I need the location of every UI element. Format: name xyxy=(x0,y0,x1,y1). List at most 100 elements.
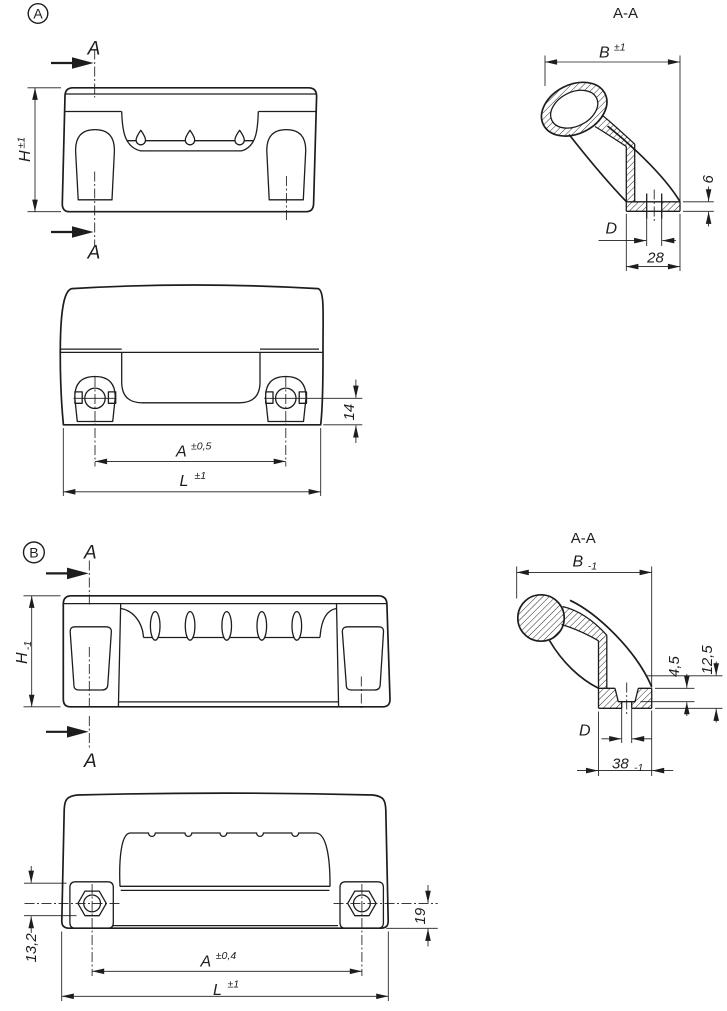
dim-height-value: H xyxy=(14,652,31,664)
extension-lines xyxy=(625,213,681,271)
section-cut-label-bottom: A xyxy=(87,243,101,264)
hole-centerlines xyxy=(94,377,287,467)
section-cut-arrow-bottom-icon xyxy=(72,226,94,238)
dim-edge-19: 19 xyxy=(386,885,438,947)
dim-top-value: 13,2 xyxy=(23,933,40,963)
section-cut-arrow-top-icon xyxy=(67,567,89,580)
grip-slot xyxy=(184,610,196,641)
section-cut-arrow-tails xyxy=(51,61,73,234)
leg-outline-curves xyxy=(568,125,681,203)
dim-length-a: L ±1 xyxy=(62,428,322,496)
extension-lines xyxy=(62,428,322,496)
dim-foot-28: 28 xyxy=(625,213,681,271)
dim-height-a: H ±1 xyxy=(16,87,61,213)
grip-slot xyxy=(149,610,161,641)
dim-height-tolerance: -1 xyxy=(22,641,34,650)
grip-recess xyxy=(60,348,323,404)
view-a-front: A A H ±1 xyxy=(16,39,318,264)
dim-length-tolerance: ±1 xyxy=(228,979,240,991)
dim-edge-label: 14 xyxy=(341,404,358,421)
view-b-rear: 13,2 19 A ±0,4 L ±1 xyxy=(23,792,438,1001)
mounting-bosses xyxy=(74,375,308,423)
handle-outline xyxy=(61,86,318,213)
extension-lines xyxy=(24,882,77,917)
dim-top-label: 13,2 xyxy=(23,933,40,963)
section-cut-arrow-tails xyxy=(46,572,68,733)
dim-length-value: L xyxy=(213,982,222,999)
dim-width-tolerance: -1 xyxy=(588,561,597,573)
dim-centers-value: A xyxy=(200,954,212,971)
dim-edge-value: 14 xyxy=(341,404,358,421)
dim-base-label: 12,5 xyxy=(699,645,716,675)
dim-foot-38: 38 -1 xyxy=(577,710,674,776)
centerlines xyxy=(94,49,287,247)
grip-inner-outline xyxy=(112,832,338,927)
dim-height-value: H xyxy=(17,150,34,162)
extension-lines xyxy=(640,687,695,703)
dim-base-value: 12,5 xyxy=(699,645,716,675)
extension-lines xyxy=(646,218,663,246)
dim-flange-label: 6 xyxy=(700,175,717,184)
section-cut-arrow-top-icon xyxy=(72,57,94,69)
dim-width-value: B xyxy=(599,45,610,62)
dim-length-value: L xyxy=(180,473,189,490)
dim-recess-value: 4,5 xyxy=(666,655,683,677)
section-cut-label-bottom: A xyxy=(83,751,97,772)
dim-centers-tolerance: ±0,5 xyxy=(191,440,212,452)
dim-width-tolerance: ±1 xyxy=(614,42,626,54)
extension-lines xyxy=(683,201,714,212)
section-cut-label-top: A xyxy=(87,39,101,60)
knob-section xyxy=(516,593,566,643)
mounting-bosses xyxy=(69,881,385,929)
grip-and-foot-recesses xyxy=(64,93,317,201)
section-cut-arrow-bottom-icon xyxy=(67,726,89,738)
dim-edge-label: 19 xyxy=(412,907,429,924)
dim-height-tolerance: ±1 xyxy=(16,137,28,149)
leg-outline-curves xyxy=(548,599,653,690)
dim-length-tolerance: ±1 xyxy=(195,470,207,482)
dim-base-12-5: 12,5 xyxy=(646,645,723,723)
dim-height-label: H ±1 xyxy=(16,137,35,162)
view-b-front: A A H -1 xyxy=(14,543,391,772)
dim-length-b: L ±1 xyxy=(61,931,389,1001)
section-edges xyxy=(594,114,681,219)
view-a-rear: 14 A ±0,5 L ±1 xyxy=(59,284,363,496)
extension-lines xyxy=(621,708,633,743)
dim-centers-a: A ±0,5 xyxy=(95,440,286,465)
dim-foot-tolerance: -1 xyxy=(634,762,643,774)
dim-hole-value: D xyxy=(606,221,618,238)
dim-width-b-a: B ±1 xyxy=(544,42,681,206)
dim-centers-tolerance: ±0,4 xyxy=(216,950,237,962)
base-section-hatch xyxy=(598,688,652,709)
dim-centers-b: A ±0,4 xyxy=(92,950,362,975)
web-section-hatch xyxy=(598,635,607,689)
variant-b-marker: B xyxy=(22,541,46,564)
dim-edge-14: 14 xyxy=(323,379,363,443)
ring-inner xyxy=(549,89,599,129)
dim-recess-4-5: 4,5 xyxy=(640,655,695,716)
dim-flange-value: 6 xyxy=(700,175,717,184)
extension-lines xyxy=(516,566,653,688)
hex-nuts xyxy=(77,890,377,917)
variant-b-marker-circle xyxy=(22,541,46,564)
extension-lines xyxy=(61,931,389,1001)
dim-top-13-2: 13,2 xyxy=(23,866,77,963)
web-section-hatch xyxy=(626,144,635,202)
centerlines xyxy=(88,560,362,749)
dim-recess-label: 4,5 xyxy=(666,655,683,677)
dim-height-b: H -1 xyxy=(14,595,61,708)
variant-a-marker-circle xyxy=(27,2,49,25)
dim-flange-6: 6 xyxy=(683,175,717,227)
extension-lines xyxy=(27,87,61,213)
hole-centerlines xyxy=(24,884,438,976)
ring-outer xyxy=(540,81,608,137)
dim-hole-value: D xyxy=(579,723,591,740)
variant-a-marker: A xyxy=(27,2,49,25)
grip-slot xyxy=(291,610,303,641)
extension-lines xyxy=(598,710,653,776)
view-b-section: A-A B -1 4,5 12,5 D 38 -1 xyxy=(516,530,723,776)
variant-a-marker-label: A xyxy=(33,6,43,22)
dim-hole-d-b: D xyxy=(579,708,652,743)
view-a-section: A-A B ±1 6 D 28 xyxy=(540,5,717,271)
